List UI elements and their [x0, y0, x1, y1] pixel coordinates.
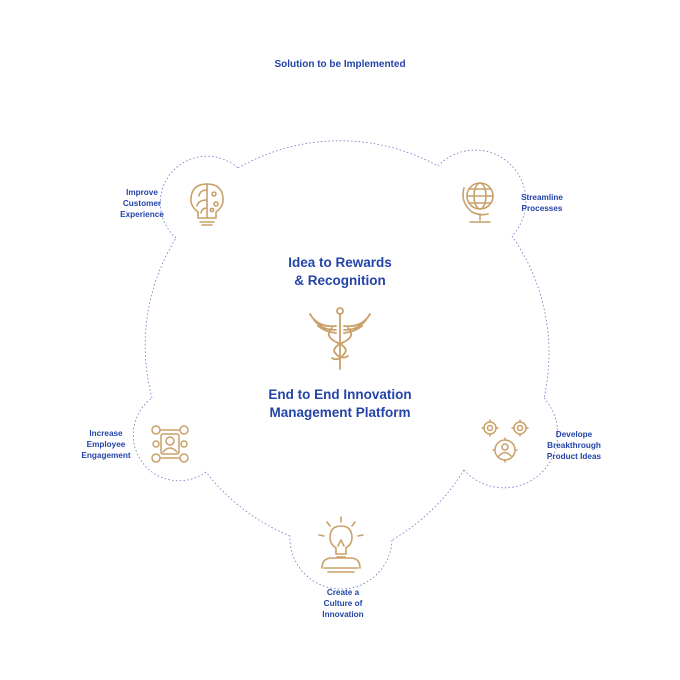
gears-person-icon: [481, 419, 529, 463]
caduceus-icon: [309, 307, 371, 370]
node-label-develope: Develope Breakthrough Product Ideas: [546, 430, 602, 461]
page-title: Solution to be Implemented: [274, 59, 406, 70]
center-subheading-line2: Management Platform: [269, 405, 411, 420]
center-heading-line2: & Recognition: [294, 273, 386, 288]
node-label-engagement: Increase Employee Engagement: [81, 429, 131, 460]
node-label-improve: Improve Customer Experience: [120, 188, 164, 219]
center-heading-line1: Idea to Rewards: [288, 255, 392, 270]
center-subheading-line1: End to End Innovation: [268, 387, 412, 402]
brain-bulb-icon: [190, 183, 224, 226]
globe-icon: [462, 182, 494, 223]
node-label-culture: Create a Culture of Innovation: [322, 588, 364, 619]
center-heading: Idea to Rewards & Recognition: [190, 254, 490, 290]
lightbulb-gear-icon: [318, 516, 364, 573]
people-network-icon: [151, 425, 189, 463]
node-label-streamline: Streamline Processes: [521, 193, 563, 213]
center-subheading: End to End Innovation Management Platfor…: [190, 386, 490, 422]
